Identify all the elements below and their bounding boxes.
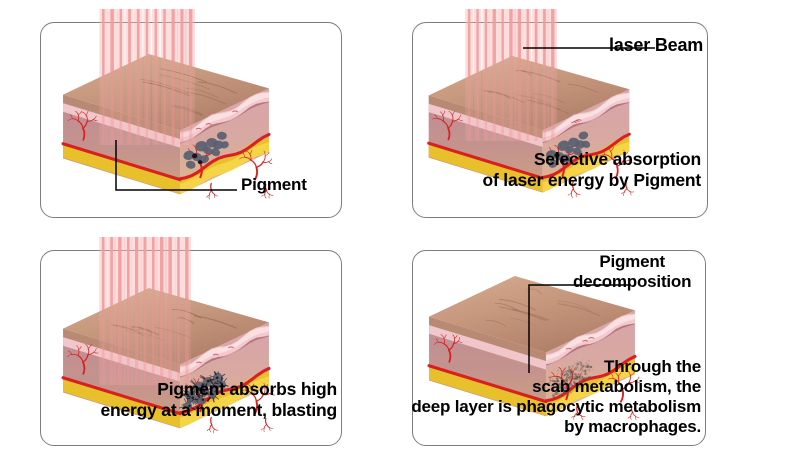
laser-beam-leader-line bbox=[523, 47, 655, 49]
laser-beam-overlay bbox=[465, 9, 557, 141]
laser-beam-overlay bbox=[99, 237, 191, 385]
panel-content-1: Pigment bbox=[41, 9, 341, 217]
caption-line: Selective absorption bbox=[533, 149, 701, 169]
skin-cross-section-block bbox=[427, 276, 641, 421]
pigment-group bbox=[545, 131, 591, 168]
stage-panel-1: Pigment bbox=[40, 9, 342, 218]
laser-beam-overlay bbox=[99, 9, 195, 145]
caption-line: energy at a moment, blasting bbox=[100, 399, 337, 420]
pigment-leader-line bbox=[115, 140, 237, 191]
caption-line: of laser energy by Pigment bbox=[482, 169, 702, 190]
caption-line: scab metabolism, the bbox=[532, 377, 701, 397]
caption-line: deep layer is phagocytic metabolism bbox=[411, 397, 701, 417]
pigment-group bbox=[547, 359, 593, 398]
skin-cross-section-block bbox=[61, 54, 274, 200]
pigment-group bbox=[183, 131, 229, 169]
pigment-decomposition-line-1: Pigment bbox=[599, 252, 665, 271]
pigment-group bbox=[179, 371, 229, 414]
pigment-decomposition-line-2: decomposition bbox=[573, 272, 692, 292]
pigment-decomposition-leader-line bbox=[528, 284, 631, 373]
caption-line: by macrophages. bbox=[564, 417, 701, 437]
pigment-label: Pigment bbox=[241, 175, 307, 194]
skin-cross-section-block bbox=[61, 288, 276, 434]
skin-cross-section-block bbox=[427, 55, 635, 198]
laser-beam-label: laser Beam bbox=[609, 35, 704, 55]
caption-line: Through the bbox=[604, 357, 701, 376]
caption-line: Pigment absorbs high bbox=[157, 379, 337, 399]
